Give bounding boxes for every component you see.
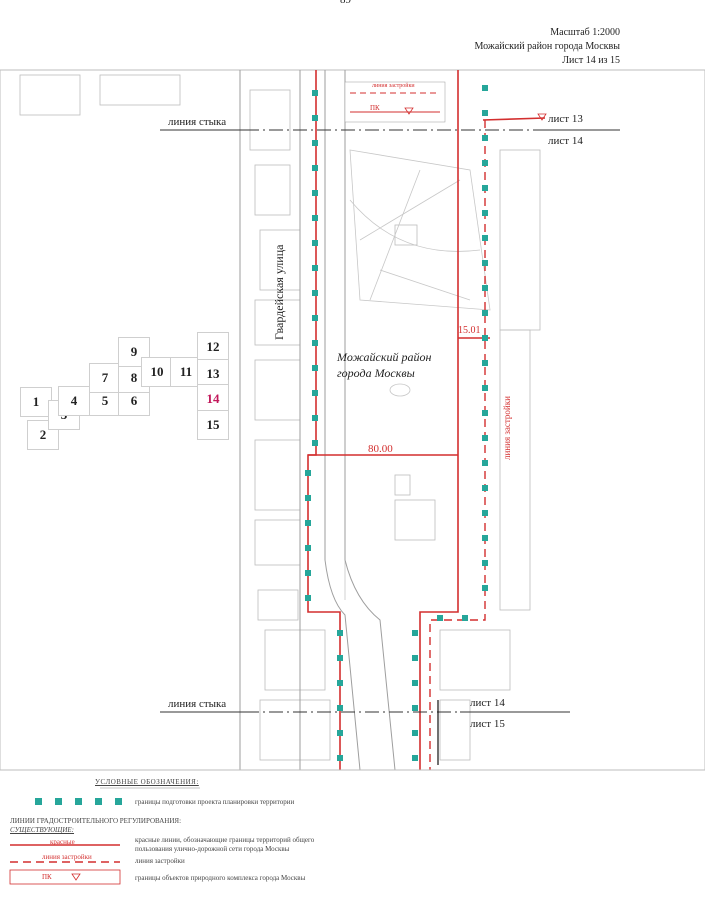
sheet-label: Лист 14 из 15	[562, 55, 620, 66]
sheet-index-cell-active[interactable]: 14	[197, 384, 229, 414]
teal-boundary-markers	[305, 85, 488, 761]
sheet-index-cell[interactable]: 7	[89, 363, 121, 393]
legend-building-label: линия застройки	[42, 853, 92, 861]
sheet-13-label: лист 13	[548, 113, 583, 125]
legend-pk-label: ПК	[42, 873, 52, 881]
sheet-index-cell[interactable]: 15	[197, 410, 229, 440]
map-frame	[0, 69, 705, 771]
junction-label-top: линия стыка	[168, 116, 227, 128]
district-label-2: города Москвы	[337, 366, 415, 380]
sheet-index-cell[interactable]: 12	[197, 332, 229, 362]
district-label-1: Можайский район	[337, 350, 432, 364]
building-lines	[345, 99, 486, 770]
inset-pk-label: ПК	[370, 104, 380, 112]
legend-existing: СУЩЕСТВУЮЩИЕ:	[10, 826, 75, 834]
sheet-14-bottom-label: лист 14	[470, 697, 505, 709]
legend-pk-desc: границы объектов природного комплекса го…	[135, 874, 306, 882]
legend-title: УСЛОВНЫЕ ОБОЗНАЧЕНИЯ:	[95, 778, 199, 786]
junction-label-bottom: линия стыка	[168, 698, 227, 710]
pk-triangle-icon	[404, 107, 414, 115]
legend-red-desc-1: красные линии, обозначающие границы терр…	[135, 836, 315, 844]
street-edges	[299, 70, 396, 771]
sheet-header: Масштаб 1:2000 Можайский район города Мо…	[475, 26, 620, 68]
legend-teal-squares	[35, 798, 122, 805]
building-outlines	[19, 74, 541, 761]
dim-width-label: 80.00	[368, 443, 393, 455]
legend-regulation-title: ЛИНИИ ГРАДОСТРОИТЕЛЬНОГО РЕГУЛИРОВАНИЯ:	[10, 817, 182, 825]
sheet-index-cell[interactable]: 4	[58, 386, 90, 416]
junction-lines	[245, 129, 620, 713]
legend-pk-box	[9, 869, 121, 885]
inset-building-label: линия застройки	[372, 83, 415, 89]
district-label: Можайский район города Москвы	[474, 41, 620, 52]
legend-building-desc: линия застройки	[135, 857, 185, 865]
sheet-index-cell[interactable]: 10	[141, 357, 173, 387]
building-line-label: линия застройки	[502, 396, 512, 460]
page-number: 89	[340, 0, 351, 6]
dim-setback-label: 15.01	[458, 325, 481, 336]
inset-legend-box	[344, 81, 446, 123]
sheet-15-label: лист 15	[470, 718, 505, 730]
scale-label: Масштаб 1:2000	[550, 27, 620, 38]
legend-red-label: красные	[50, 838, 75, 846]
sheet-14-top-label: лист 14	[548, 135, 583, 147]
legend-red-desc-2: пользования улично-дорожной сети города …	[135, 845, 290, 853]
legend-boundary-text: границы подготовки проекта планировки те…	[135, 798, 295, 806]
street-label: Гвардейская улица	[272, 244, 286, 340]
